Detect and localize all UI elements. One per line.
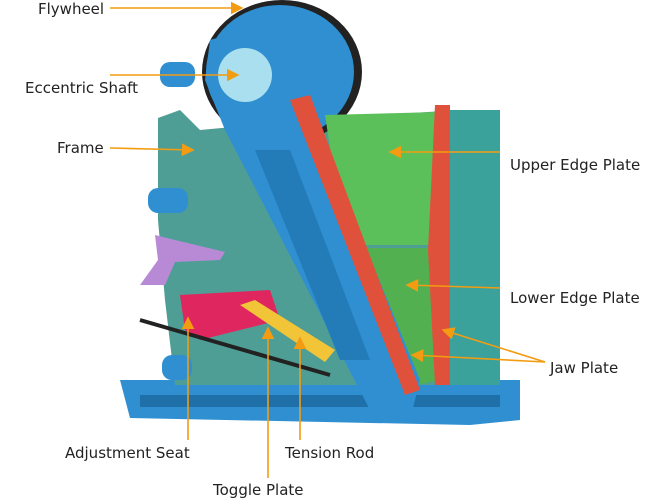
label-toggle-plate: Toggle Plate <box>213 481 304 499</box>
fixed-jaw-plate <box>428 105 450 385</box>
toggle-plate <box>240 300 335 362</box>
label-adjustment-seat: Adjustment Seat <box>65 444 190 462</box>
label-lower-edge-plate: Lower Edge Plate <box>510 289 640 307</box>
right-frame <box>450 110 500 385</box>
leader-lines <box>109 1 546 478</box>
label-jaw-plate: Jaw Plate <box>550 359 619 377</box>
label-frame: Frame <box>57 139 104 157</box>
label-upper-edge-plate: Upper Edge Plate <box>510 156 641 174</box>
label-flywheel: Flywheel <box>38 0 105 18</box>
upper-edge-plate <box>325 112 440 245</box>
movable-jaw-plate <box>290 95 420 395</box>
eccentric-shaft <box>218 48 272 102</box>
label-eccentric-shaft: Eccentric Shaft <box>25 79 139 97</box>
base-frame <box>120 380 520 425</box>
label-tension-rod: Tension Rod <box>285 444 375 462</box>
